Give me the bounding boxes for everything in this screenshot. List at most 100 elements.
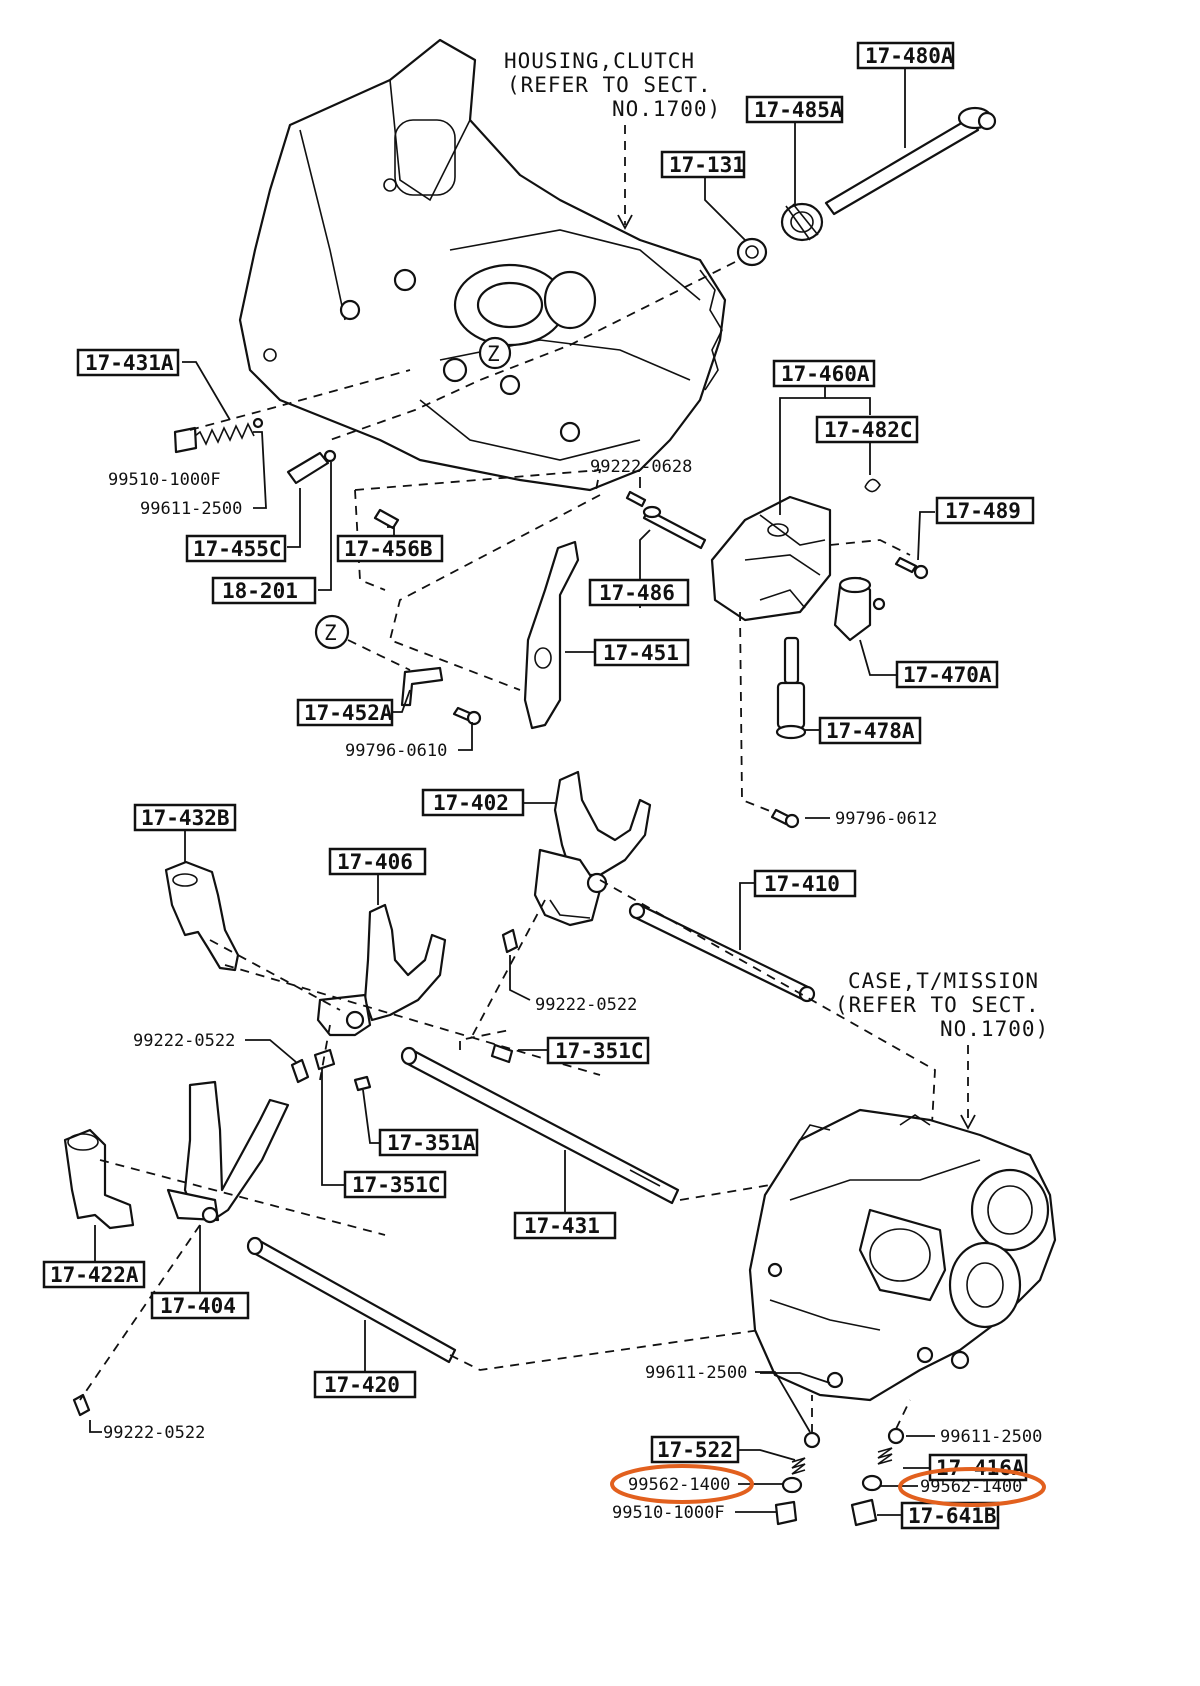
shift-rod-17-420 <box>246 1236 457 1364</box>
bracket-17-460A <box>710 495 832 622</box>
label-17-420: 17-420 <box>313 1370 417 1399</box>
svg-text:17-351A: 17-351A <box>387 1131 476 1155</box>
label-17-351C-mid: 17-351C <box>343 1170 447 1199</box>
bolt-17-489 <box>894 556 929 580</box>
label-18-201: 18-201 <box>211 576 317 605</box>
gate-plate-17-451 <box>523 540 580 730</box>
svg-text:17-486: 17-486 <box>599 581 675 605</box>
case-note-line3: NO.1700) <box>940 1017 1049 1041</box>
pin-17-456B <box>373 508 400 530</box>
svg-text:17-410: 17-410 <box>764 872 840 896</box>
label-17-456B: 17-456B <box>336 534 444 563</box>
svg-text:17-452A: 17-452A <box>304 701 393 725</box>
label-99510-1000F-top: 99510-1000F <box>108 470 221 490</box>
transmission-case-drawing <box>748 1108 1057 1402</box>
sensor-17-478A <box>775 636 807 740</box>
clip-17-482C <box>864 478 881 493</box>
label-17-452A: 17-452A <box>296 698 394 727</box>
housing-note: HOUSING,CLUTCH (REFER TO SECT. NO.1700) <box>504 49 720 230</box>
plug-99510-1000F-bottom <box>774 1500 798 1526</box>
spring-pin-99222-0522-b <box>290 1058 310 1084</box>
svg-text:17-351C: 17-351C <box>352 1173 441 1197</box>
svg-text:17-406: 17-406 <box>337 850 413 874</box>
label-99510-1000F-bottom: 99510-1000F <box>612 1503 725 1523</box>
washer-right <box>861 1474 883 1492</box>
label-17-351A: 17-351A <box>378 1128 479 1157</box>
spring-pin-99222-0522-c <box>72 1393 91 1417</box>
shift-rod-17-410 <box>628 902 816 1003</box>
svg-text:17-422A: 17-422A <box>50 1263 139 1287</box>
label-17-402: 17-402 <box>421 788 525 817</box>
label-99611-2500-left: 99611-2500 <box>140 499 242 519</box>
label-17-470A: 17-470A <box>895 660 999 689</box>
label-17-486: 17-486 <box>588 578 690 607</box>
svg-text:17-478A: 17-478A <box>826 719 915 743</box>
svg-text:17-404: 17-404 <box>160 1294 236 1318</box>
label-99562-1400-left: 99562-1400 <box>628 1475 730 1495</box>
shaft-17-486 <box>625 490 707 550</box>
pin-17-351C-top <box>490 1043 514 1064</box>
switch-17-470A <box>833 576 886 642</box>
seal-17-131 <box>736 237 768 267</box>
housing-note-line1: HOUSING,CLUTCH <box>504 49 695 73</box>
svg-text:17-482C: 17-482C <box>824 418 913 442</box>
svg-text:17-432B: 17-432B <box>141 806 230 830</box>
label-17-478A: 17-478A <box>818 716 922 745</box>
label-17-431A: 17-431A <box>76 348 180 377</box>
bolt-99796-0612 <box>770 808 800 829</box>
callout-z-left-letter: Z <box>324 621 338 645</box>
ball-right <box>887 1427 905 1445</box>
label-99222-0522-b: 99222-0522 <box>133 1031 235 1051</box>
svg-text:17-480A: 17-480A <box>865 44 954 68</box>
label-17-455C: 17-455C <box>185 534 287 563</box>
spring-17-431A <box>173 417 264 454</box>
svg-text:17-351C: 17-351C <box>555 1039 644 1063</box>
svg-text:17-485A: 17-485A <box>754 98 843 122</box>
label-17-451: 17-451 <box>593 638 690 667</box>
bracket-17-452A <box>400 666 444 707</box>
label-17-489: 17-489 <box>935 496 1035 525</box>
shift-rod-17-431 <box>400 1046 680 1205</box>
label-99222-0522-c: 99222-0522 <box>103 1423 205 1443</box>
label-17-641B: 17-641B <box>900 1501 1000 1530</box>
callout-z-housing: Z <box>487 342 501 366</box>
label-17-131: 17-131 <box>660 150 746 179</box>
rod-17-480A <box>824 106 997 216</box>
label-17-460A: 17-460A <box>772 359 876 388</box>
label-99562-1400-right: 99562-1400 <box>920 1477 1022 1497</box>
case-note: CASE,T/MISSION (REFER TO SECT. NO.1700) <box>835 969 1049 1130</box>
label-17-422A: 17-422A <box>42 1260 146 1289</box>
svg-text:17-431A: 17-431A <box>85 351 174 375</box>
detent-pin-17-455C <box>286 449 337 485</box>
clutch-housing-drawing: Z <box>238 38 727 492</box>
svg-text:17-489: 17-489 <box>945 499 1021 523</box>
label-17-351C-top: 17-351C <box>546 1036 650 1065</box>
svg-text:17-641B: 17-641B <box>908 1504 997 1528</box>
svg-text:17-456B: 17-456B <box>344 537 433 561</box>
svg-text:17-455C: 17-455C <box>193 537 282 561</box>
svg-text:17-131: 17-131 <box>669 153 745 177</box>
label-99611-2500-right: 99611-2500 <box>940 1427 1042 1447</box>
spring-pin-99222-0522-a <box>501 928 519 954</box>
label-99222-0522-a: 99222-0522 <box>535 995 637 1015</box>
label-17-480A: 17-480A <box>856 41 955 70</box>
washer-left <box>781 1476 803 1494</box>
label-17-410: 17-410 <box>753 869 857 898</box>
case-note-line1: CASE,T/MISSION <box>848 969 1039 993</box>
label-99222-0628: 99222-0628 <box>590 457 692 477</box>
label-17-404: 17-404 <box>150 1291 250 1320</box>
callout-z-left: Z <box>314 614 350 650</box>
pin-17-351A <box>353 1075 372 1092</box>
svg-text:17-420: 17-420 <box>324 1373 400 1397</box>
label-99796-0612: 99796-0612 <box>835 809 937 829</box>
shift-fork-17-406 <box>316 903 447 1037</box>
label-17-431: 17-431 <box>513 1211 617 1240</box>
label-17-522: 17-522 <box>650 1435 740 1464</box>
spring-17-416A <box>877 1447 893 1465</box>
shift-block-17-432B <box>164 860 240 972</box>
ball-left <box>803 1431 821 1449</box>
shift-fork-17-404 <box>166 1080 290 1224</box>
svg-text:17-402: 17-402 <box>433 791 509 815</box>
svg-text:17-460A: 17-460A <box>781 362 870 386</box>
